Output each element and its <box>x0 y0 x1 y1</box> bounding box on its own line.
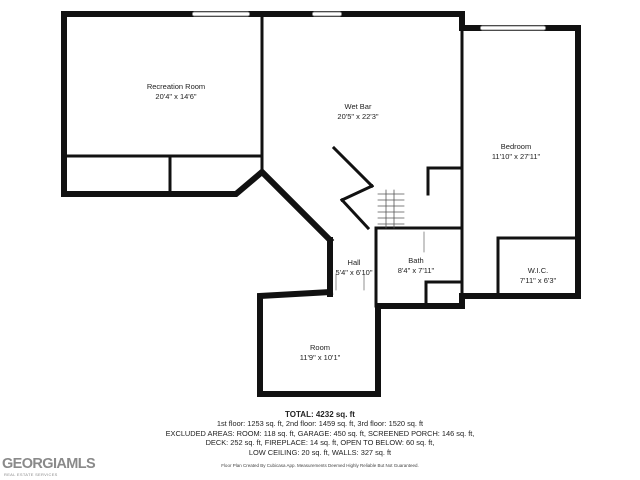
logo-brand: GEORGIAMLS <box>2 456 96 472</box>
door-marks <box>335 231 425 291</box>
exterior-walls <box>61 11 581 397</box>
windows <box>192 12 546 30</box>
room-name: Room <box>309 343 330 352</box>
room-hall: Hall 5'4" x 6'10" <box>322 258 386 278</box>
georgia-mls-logo: GEORGIAMLS REAL ESTATE SERVICES <box>2 456 96 480</box>
room-recreation: Recreation Room 20'4" x 14'6" <box>116 82 236 102</box>
room-dimensions: 7'11" x 6'3" <box>519 276 557 285</box>
room-name: Bedroom <box>500 142 532 151</box>
room-dimensions: 11'10" x 27'11" <box>491 152 541 161</box>
stairs <box>377 189 405 229</box>
room-name: W.I.C. <box>527 266 549 275</box>
excluded-areas-2: DECK: 252 sq. ft, FIREPLACE: 14 sq. ft, … <box>205 438 435 448</box>
excluded-areas-3: LOW CEILING: 20 sq. ft, WALLS: 327 sq. f… <box>248 447 392 457</box>
room-dimensions: 8'4" x 7'11" <box>397 266 435 275</box>
room-bath: Bath 8'4" x 7'11" <box>386 256 446 276</box>
room-room: Room 11'9" x 10'1" <box>280 343 360 363</box>
floor-plan <box>61 11 581 397</box>
area-summary: TOTAL: 4232 sq. ft 1st floor: 1253 sq. f… <box>0 410 640 457</box>
room-name: Bath <box>408 256 424 265</box>
room-dimensions: 11'9" x 10'1" <box>299 353 341 362</box>
logo-tagline: REAL ESTATE SERVICES <box>4 472 58 477</box>
floor-areas: 1st floor: 1253 sq. ft, 2nd floor: 1459 … <box>216 419 424 429</box>
room-name: Wet Bar <box>344 102 372 111</box>
excluded-areas-1: EXCLUDED AREAS: ROOM: 118 sq. ft, GARAGE… <box>165 428 475 438</box>
room-bedroom: Bedroom 11'10" x 27'11" <box>456 142 576 162</box>
total-area: TOTAL: 4232 sq. ft <box>285 410 355 419</box>
room-dimensions: 5'4" x 6'10" <box>335 268 373 277</box>
interior-walls <box>62 12 580 308</box>
room-wet-bar: Wet Bar 20'5" x 22'3" <box>298 102 418 122</box>
room-name: Hall <box>347 258 361 267</box>
room-dimensions: 20'5" x 22'3" <box>337 112 379 121</box>
room-name: Recreation Room <box>146 82 206 91</box>
room-wic: W.I.C. 7'11" x 6'3" <box>508 266 568 286</box>
plan-credit: Floor Plan Created By Cubicasa App. Meas… <box>221 463 419 468</box>
room-dimensions: 20'4" x 14'6" <box>155 92 197 101</box>
